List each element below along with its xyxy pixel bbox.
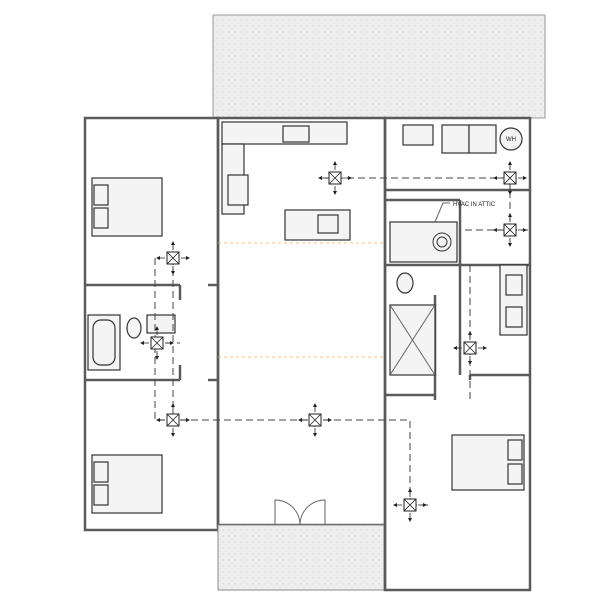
hvac-label: HVAC IN ATTIC <box>453 202 496 208</box>
front-door <box>274 499 326 526</box>
vanity-left <box>146 314 176 334</box>
washer <box>441 124 470 154</box>
diffuser-icon <box>452 330 488 366</box>
right-wing <box>383 116 532 592</box>
diffuser-icon <box>297 402 333 438</box>
toilet-left <box>126 317 142 339</box>
interior-walls <box>85 188 530 590</box>
ceiling-line <box>218 242 385 358</box>
front-porch <box>217 524 386 591</box>
hvac-fan-icon <box>432 232 452 252</box>
range <box>282 125 310 143</box>
leader-line <box>434 202 450 223</box>
laundry-sink <box>402 124 434 146</box>
dryer <box>468 124 497 154</box>
diffuser-icon <box>317 160 353 196</box>
diffuser-icon <box>492 212 528 248</box>
tub-basin <box>92 319 116 366</box>
island-sink <box>317 214 339 234</box>
vanity-sink-2 <box>505 306 523 328</box>
water-heater: WH <box>499 127 523 151</box>
vanity-sink-1 <box>505 274 523 296</box>
diffuser-icon <box>155 402 191 438</box>
diffuser-icon <box>155 240 191 276</box>
hvac-unit <box>389 221 458 263</box>
toilet-right <box>396 272 414 294</box>
diffuser-icon <box>392 487 428 523</box>
patio <box>212 14 546 119</box>
fridge <box>227 174 249 206</box>
water-heater-label: WH <box>506 137 516 143</box>
